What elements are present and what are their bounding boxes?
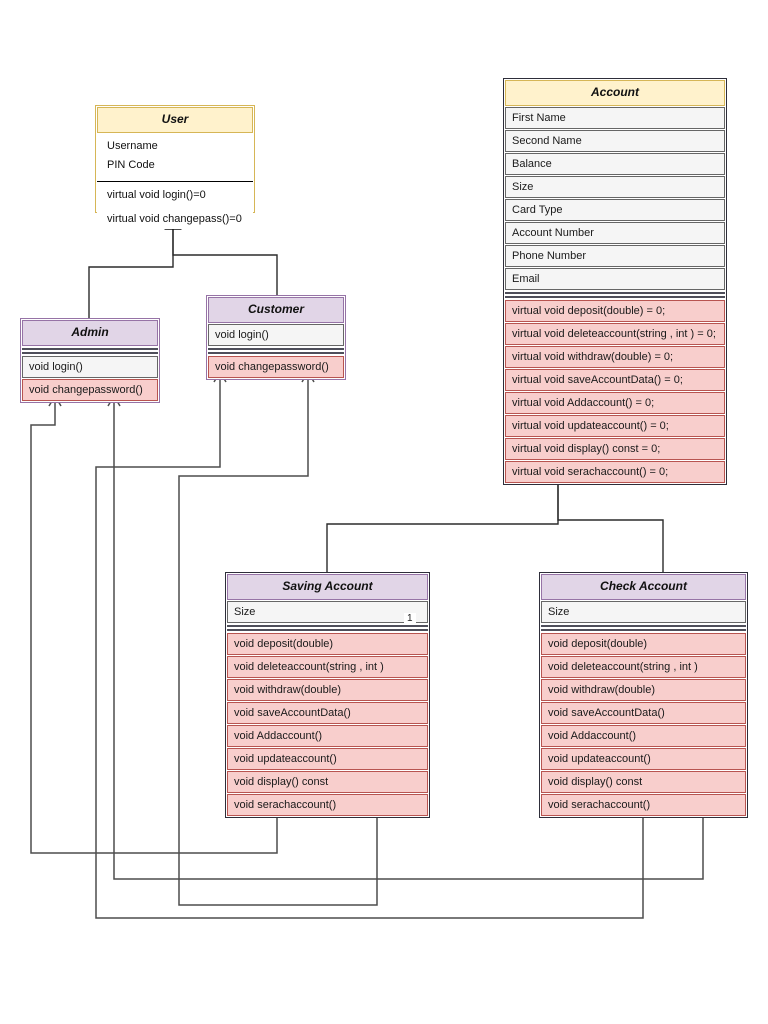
- attribute-row: Email: [505, 268, 725, 290]
- class-user-title: User: [97, 107, 253, 133]
- class-user: User Username PIN Code virtual void logi…: [95, 105, 255, 229]
- method-row: virtual void display() const = 0;: [505, 438, 725, 460]
- method-row: void login(): [208, 324, 344, 346]
- class-account: Account First Name Second Name Balance S…: [503, 78, 727, 485]
- method-row: virtual void updateaccount() = 0;: [505, 415, 725, 437]
- class-saving-account-title: Saving Account: [227, 574, 428, 600]
- attributes-methods-separator: [505, 292, 725, 298]
- attributes-methods-separator: [22, 348, 158, 354]
- method-row: void deposit(double): [541, 633, 746, 655]
- method-row: void withdraw(double): [541, 679, 746, 701]
- method-row: void saveAccountData(): [227, 702, 428, 724]
- class-check-account-title: Check Account: [541, 574, 746, 600]
- attribute-row: PIN Code: [97, 156, 253, 175]
- attributes-methods-separator: [227, 625, 428, 631]
- method-row: void changepassword(): [208, 356, 344, 378]
- class-customer-title: Customer: [208, 297, 344, 323]
- method-row: void withdraw(double): [227, 679, 428, 701]
- edge-customer-extends-user: [172, 229, 278, 296]
- edge-check-extends-account: [557, 471, 664, 573]
- method-row: virtual void deleteaccount(string , int …: [505, 323, 725, 345]
- method-row: virtual void deposit(double) = 0;: [505, 300, 725, 322]
- attributes-methods-divider: [97, 181, 253, 182]
- attribute-row: Size: [541, 601, 746, 623]
- method-row: void login(): [22, 356, 158, 378]
- attributes-methods-separator: [541, 625, 746, 631]
- method-row: virtual void Addaccount() = 0;: [505, 392, 725, 414]
- method-row: void display() const: [227, 771, 428, 793]
- method-row: virtual void changepass()=0: [97, 205, 253, 229]
- class-saving-account: Saving Account Size void deposit(double)…: [225, 572, 430, 818]
- method-row: void deposit(double): [227, 633, 428, 655]
- method-row: void deleteaccount(string , int ): [541, 656, 746, 678]
- attribute-row: First Name: [505, 107, 725, 129]
- method-row: void changepassword(): [22, 379, 158, 401]
- method-row: void Addaccount(): [541, 725, 746, 747]
- method-row: void display() const: [541, 771, 746, 793]
- class-account-title: Account: [505, 80, 725, 106]
- method-row: void deleteaccount(string , int ): [227, 656, 428, 678]
- method-row: void updateaccount(): [227, 748, 428, 770]
- edge-saving-extends-account: [326, 471, 559, 573]
- attribute-row: Second Name: [505, 130, 725, 152]
- method-row: void saveAccountData(): [541, 702, 746, 724]
- method-row: virtual void serachaccount() = 0;: [505, 461, 725, 483]
- method-row: virtual void login()=0: [97, 186, 253, 205]
- attribute-row: Account Number: [505, 222, 725, 244]
- attribute-row: Balance: [505, 153, 725, 175]
- class-admin-title: Admin: [22, 320, 158, 346]
- method-row: virtual void withdraw(double) = 0;: [505, 346, 725, 368]
- attribute-row: Username: [97, 133, 253, 156]
- class-customer: Customer void login() void changepasswor…: [206, 295, 346, 380]
- class-check-account: Check Account Size void deposit(double) …: [539, 572, 748, 818]
- method-row: void serachaccount(): [227, 794, 428, 816]
- attribute-row: Card Type: [505, 199, 725, 221]
- method-row: void Addaccount(): [227, 725, 428, 747]
- attribute-row: Phone Number: [505, 245, 725, 267]
- multiplicity-label: 1: [404, 613, 416, 625]
- method-row: void updateaccount(): [541, 748, 746, 770]
- attribute-row: Size: [227, 601, 428, 623]
- attribute-row: Size: [505, 176, 725, 198]
- method-row: virtual void saveAccountData() = 0;: [505, 369, 725, 391]
- edge-admin-extends-user: [88, 229, 174, 319]
- class-admin: Admin void login() void changepassword(): [20, 318, 160, 403]
- attributes-methods-separator: [208, 348, 344, 354]
- method-row: void serachaccount(): [541, 794, 746, 816]
